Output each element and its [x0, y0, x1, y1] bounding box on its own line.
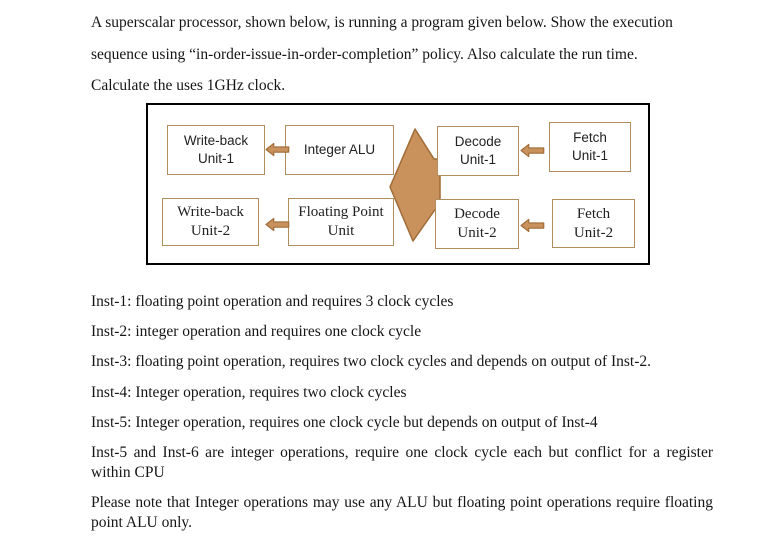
- box-label: Decode: [454, 134, 502, 149]
- instruction-line-1: Inst-1: floating point operation and req…: [91, 293, 454, 310]
- question-paragraph: A superscalar processor, shown below, is…: [91, 7, 716, 102]
- box-label: Unit-1: [571, 148, 608, 163]
- box-label: Decode: [454, 206, 500, 222]
- instruction-line-2: Inst-2: integer operation and requires o…: [91, 323, 422, 341]
- merge-left-arrow-shape: [389, 128, 441, 242]
- box-fetch-unit2: Fetch Unit-2: [552, 199, 635, 248]
- box-label: Unit-2: [573, 224, 614, 241]
- box-label: Unit-1: [197, 151, 234, 166]
- flow-arrow-fetch1-to-decode1: [520, 143, 545, 158]
- processor-diagram-frame: Write-back Unit-1 Integer ALU Decode Uni…: [146, 103, 650, 265]
- box-decode-unit1: Decode Unit-1: [437, 126, 519, 176]
- box-writeback-unit1: Write-back Unit-1: [167, 125, 265, 175]
- box-label: Fetch: [576, 205, 611, 222]
- box-writeback-unit2: Write-back Unit-2: [162, 198, 259, 246]
- flow-arrow-fpu-to-writeback2: [265, 217, 290, 232]
- box-label: Floating Point: [298, 204, 384, 220]
- question-line: sequence using “in-order-issue-in-order-…: [91, 45, 638, 63]
- flow-arrow-shape: [520, 218, 545, 233]
- box-label: Write-back: [177, 204, 244, 220]
- box-floating-point-unit: Floating Point Unit: [288, 198, 394, 246]
- flow-arrow-shape: [265, 217, 290, 232]
- box-label: Fetch: [573, 130, 607, 145]
- box-label: Unit-2: [190, 223, 231, 239]
- flow-arrow-shape: [265, 142, 290, 157]
- flow-arrow-alu-to-writeback1: [265, 142, 290, 157]
- box-label: Integer ALU: [303, 142, 376, 157]
- instruction-line-3: Inst-3: floating point operation, requir…: [91, 353, 652, 371]
- question-line: Calculate the uses 1GHz clock.: [91, 77, 286, 94]
- question-line: A superscalar processor, shown below, is…: [91, 14, 673, 31]
- instruction-line-4: Inst-4: Integer operation, requires two …: [91, 383, 407, 401]
- box-label: Unit: [327, 223, 355, 239]
- flow-arrow-shape: [520, 143, 545, 158]
- box-integer-alu: Integer ALU: [285, 125, 394, 175]
- instruction-line-5-6-conflict: Inst-5 and Inst-6 are integer operations…: [91, 444, 713, 481]
- instruction-list: Inst-1: floating point operation and req…: [91, 292, 713, 543]
- box-label: Write-back: [183, 133, 249, 148]
- note-paragraph: Please note that Integer operations may …: [91, 493, 713, 531]
- flow-arrow-fetch2-to-decode2: [520, 218, 545, 233]
- box-decode-unit2: Decode Unit-2: [435, 199, 519, 249]
- box-fetch-unit1: Fetch Unit-1: [549, 122, 631, 172]
- instruction-line-5: Inst-5: Integer operation, requires one …: [91, 413, 598, 431]
- box-label: Unit-1: [459, 152, 496, 167]
- box-label: Unit-2: [457, 225, 497, 241]
